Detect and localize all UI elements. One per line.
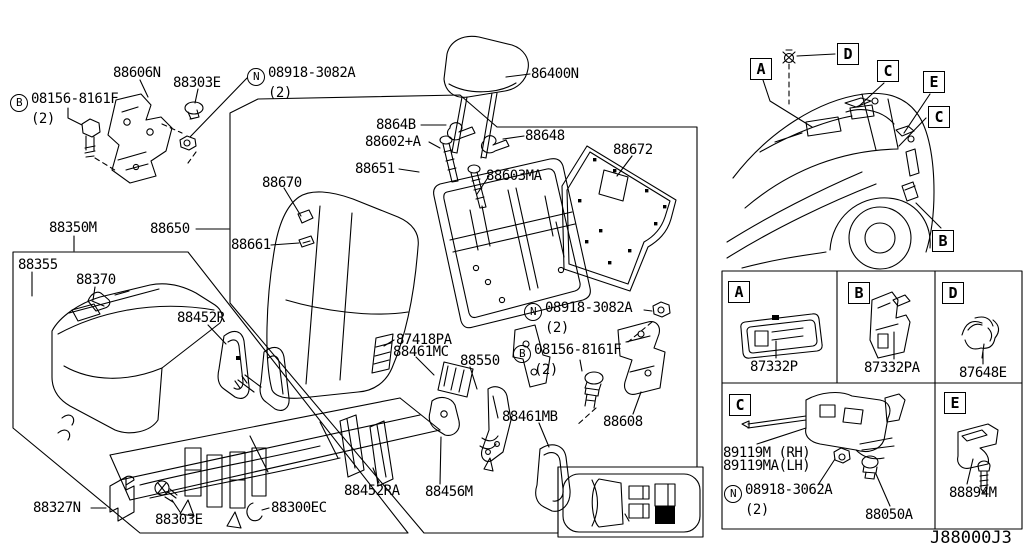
label-88461mc: 88461MC <box>393 344 449 360</box>
label-88355: 88355 <box>18 257 58 273</box>
label-88370: 88370 <box>76 272 116 288</box>
fastener-part-number: 08156-8161F <box>31 91 119 107</box>
fastener-qty: (2) <box>545 320 569 336</box>
mid-fasteners-88608-drawing <box>584 301 671 409</box>
label-88350m: 88350M <box>49 220 97 236</box>
callout-c-cell: C <box>729 394 751 416</box>
label-88550: 88550 <box>460 353 500 369</box>
label-88670: 88670 <box>262 175 302 191</box>
seatback-frame-88651-drawing <box>433 158 591 388</box>
fastener-qty: (2) <box>745 502 769 518</box>
callout-c1-car: C <box>877 60 899 82</box>
label-8864b: 8864B <box>376 117 416 133</box>
circled-letter-icon: N <box>724 485 742 503</box>
label-88672: 88672 <box>613 142 653 158</box>
label-88608: 88608 <box>603 414 643 430</box>
label-88606n: 88606N <box>113 65 161 81</box>
bottom-left-parts-drawing <box>109 475 263 522</box>
label-88303e-bottom: 88303E <box>155 512 203 528</box>
label-88452ra: 88452RA <box>344 483 400 499</box>
label-88300ec: 88300EC <box>271 500 327 516</box>
label-88651: 88651 <box>355 161 395 177</box>
fastener-part-number: 08918-3062A <box>745 482 833 498</box>
fastener-part-number: 08918-3082A <box>268 65 356 81</box>
circled-letter-icon: N <box>247 68 265 86</box>
fastener-part-number: 08156-8161F <box>534 342 622 358</box>
fastener-part-number: 08918-3082A <box>545 300 633 316</box>
callout-b-cell: B <box>848 282 870 304</box>
headrest-86400n-drawing <box>443 35 529 159</box>
label-87648e: 87648E <box>959 365 1007 381</box>
fastener-qty: (2) <box>534 362 558 378</box>
label-88452r: 88452R <box>177 310 225 326</box>
label-87332p: 87332P <box>750 359 798 375</box>
bracket-88606n-drawing <box>81 93 204 184</box>
callout-d-car: D <box>837 43 859 65</box>
label-88050a: 88050A <box>865 507 913 523</box>
callout-e-cell: E <box>944 392 966 414</box>
label-86400n: 86400N <box>531 66 579 82</box>
label-88650: 88650 <box>150 221 190 237</box>
label-87418pa: 87418PA <box>396 332 452 348</box>
side-shield-drawings <box>217 330 571 512</box>
label-88327n: 88327N <box>33 500 81 516</box>
label-88303e-top: 88303E <box>173 75 221 91</box>
seat-cushion-drawing <box>51 283 223 434</box>
seat-frame-wire-drawing <box>57 374 441 529</box>
grid-parts-drawing <box>740 291 1000 494</box>
headrest-clips-and-bolts-drawing <box>439 122 510 209</box>
callout-a-car: A <box>750 58 772 80</box>
leader-lines <box>31 53 984 513</box>
circled-letter-icon: B <box>10 94 28 112</box>
callout-d-cell: D <box>942 282 964 304</box>
fastener-qty: (2) <box>268 85 292 101</box>
enclosure-boxes <box>12 94 1023 538</box>
dashed-lines <box>94 63 790 427</box>
label-88661: 88661 <box>231 237 271 253</box>
callout-c2-car: C <box>928 106 950 128</box>
label-88894m: 88894M <box>949 485 997 501</box>
car-rear-quarter-drawing <box>726 49 935 270</box>
diagram-code: J88000J3 <box>930 528 1012 548</box>
label-88456m: 88456M <box>425 484 473 500</box>
inset-car-top-view-drawing <box>562 473 701 533</box>
seatback-cushion-drawing <box>266 191 419 399</box>
label-88603ma: 88603MA <box>486 168 542 184</box>
label-87332pa: 87332PA <box>864 360 920 376</box>
fastener-qty: (2) <box>31 111 55 127</box>
circled-letter-icon: B <box>513 345 531 363</box>
label-89119m-rh: 89119M (RH) <box>723 445 811 461</box>
callout-b-car: B <box>932 230 954 252</box>
label-89119ma-lh: 89119MA(LH) <box>723 458 811 474</box>
label-88602a: 88602+A <box>365 134 421 150</box>
label-88461mb: 88461MB <box>502 409 558 425</box>
callout-a-cell: A <box>728 281 750 303</box>
circled-letter-icon: N <box>524 303 542 321</box>
label-88648: 88648 <box>525 128 565 144</box>
back-panel-88672-drawing <box>561 145 677 292</box>
callout-e-car: E <box>923 71 945 93</box>
